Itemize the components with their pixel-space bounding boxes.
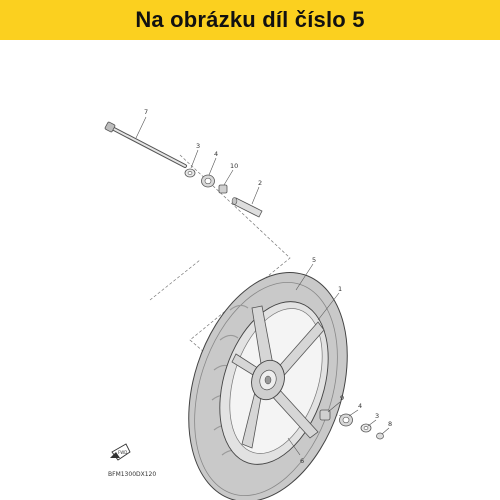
part-spacer-small bbox=[218, 184, 228, 194]
part-axle bbox=[104, 121, 187, 168]
callout-4: 4 bbox=[214, 150, 218, 158]
svg-text:FWD: FWD bbox=[118, 450, 127, 455]
part-collar-upper bbox=[184, 168, 196, 178]
callout-3: 3 bbox=[196, 142, 200, 150]
banner-title: Na obrázku díl číslo 5 bbox=[135, 7, 365, 32]
part-bearing-lower bbox=[339, 413, 353, 427]
callout-labels: 7 3 4 10 2 5 1 9 4 3 8 6 bbox=[144, 108, 392, 465]
parts-diagram: 7 3 4 10 2 5 1 9 4 3 8 6 FWD BFM1300DX12… bbox=[104, 108, 392, 500]
callout-10: 10 bbox=[230, 162, 238, 170]
callout-1: 1 bbox=[338, 285, 342, 293]
callout-6: 6 bbox=[300, 457, 304, 465]
callout-4-lower: 4 bbox=[358, 402, 362, 410]
callout-5: 5 bbox=[312, 256, 316, 264]
front-arrow-icon: FWD bbox=[110, 443, 131, 461]
callout-3-lower: 3 bbox=[375, 412, 379, 420]
drawing-code: BFM1300DX120 bbox=[108, 471, 156, 478]
part-bearing-upper bbox=[201, 174, 215, 188]
callout-8: 8 bbox=[388, 420, 392, 428]
part-collar-lower bbox=[360, 423, 372, 433]
title-banner: Na obrázku díl číslo 5 bbox=[0, 0, 500, 40]
part-seal-lower bbox=[376, 432, 384, 440]
part-wheel-assembly bbox=[188, 271, 348, 500]
part-spacer-lower bbox=[319, 409, 331, 421]
callout-7: 7 bbox=[144, 108, 148, 116]
leader-lines bbox=[135, 116, 390, 456]
part-spacer-collar bbox=[231, 197, 263, 218]
callout-2: 2 bbox=[258, 179, 262, 187]
callout-9: 9 bbox=[340, 394, 344, 402]
